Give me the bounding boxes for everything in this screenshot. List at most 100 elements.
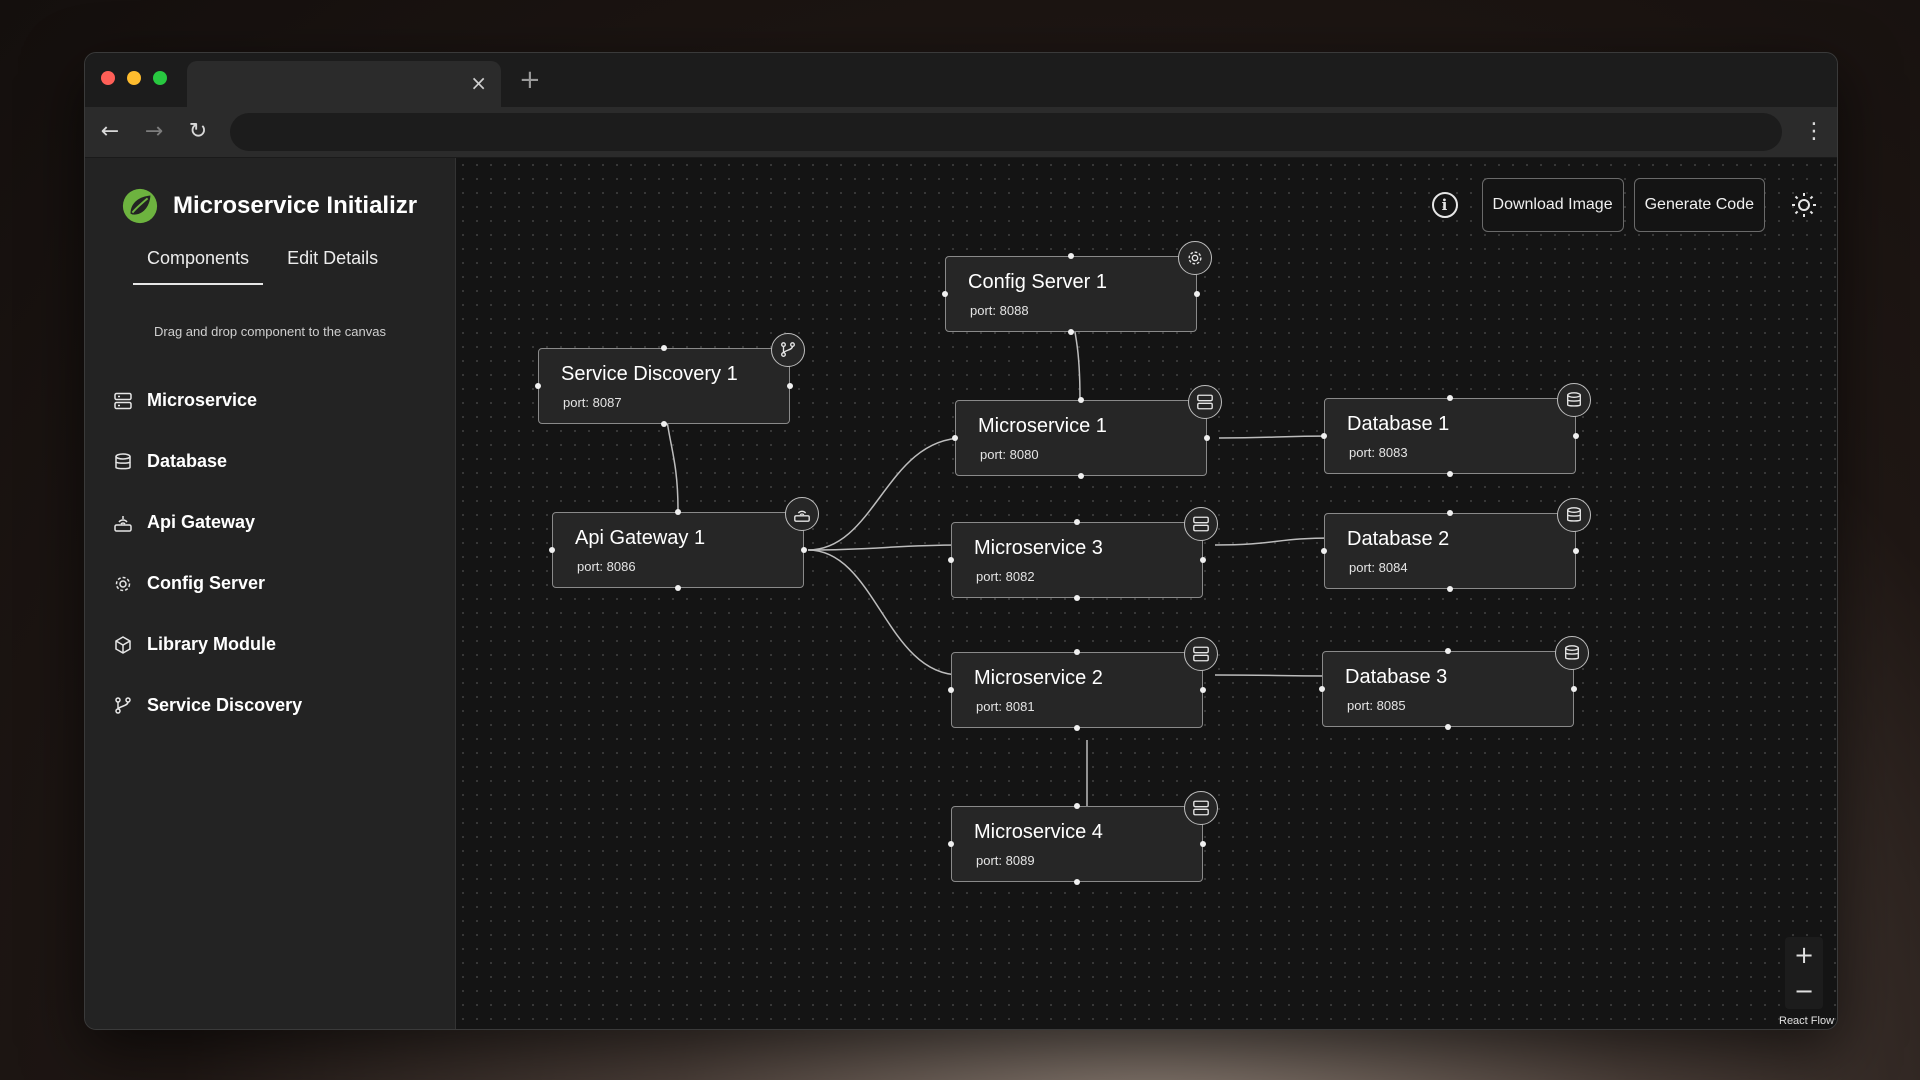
node-port: port: 8086	[577, 559, 636, 574]
zoom-out-button[interactable]: −	[1793, 977, 1815, 1005]
node-database-3[interactable]: Database 3 port: 8085	[1319, 636, 1589, 730]
branch-icon	[771, 333, 805, 367]
node-handle[interactable]	[948, 557, 954, 563]
browser-tab[interactable]: ×	[187, 61, 501, 107]
node-handle[interactable]	[1204, 435, 1210, 441]
edge-gateway-to-microservice-1[interactable]	[807, 437, 965, 551]
download-image-button[interactable]: Download Image	[1481, 178, 1624, 232]
component-library-module[interactable]: Library Module	[113, 614, 302, 675]
node-handle[interactable]	[1074, 519, 1080, 525]
node-handle[interactable]	[1200, 841, 1206, 847]
node-handle[interactable]	[1573, 548, 1579, 554]
node-microservice-2[interactable]: Microservice 2 port: 8081	[948, 637, 1218, 731]
minimize-window-button[interactable]	[127, 71, 141, 85]
node-handle[interactable]	[1074, 595, 1080, 601]
component-label: Database	[147, 451, 228, 471]
node-handle[interactable]	[1573, 433, 1579, 439]
node-handle[interactable]	[1078, 397, 1084, 403]
node-handle[interactable]	[1074, 725, 1080, 731]
tab-components[interactable]: Components	[133, 240, 264, 285]
node-handle[interactable]	[661, 421, 667, 427]
node-microservice-4[interactable]: Microservice 4 port: 8089	[948, 791, 1218, 885]
node-handle[interactable]	[1078, 473, 1084, 479]
edge-microservice-1-to-database-1[interactable]	[1218, 435, 1334, 439]
node-handle[interactable]	[1447, 471, 1453, 477]
node-handle[interactable]	[1200, 687, 1206, 693]
node-handle[interactable]	[1445, 724, 1451, 730]
node-handle[interactable]	[1447, 395, 1453, 401]
gear-icon	[115, 576, 131, 591]
node-port: port: 8084	[1349, 560, 1408, 575]
node-title: Database 3	[1345, 666, 1448, 688]
node-handle[interactable]	[801, 547, 807, 553]
brand: Microservice Initializr	[121, 186, 417, 226]
node-handle[interactable]	[1074, 649, 1080, 655]
edge-gateway-to-microservice-3[interactable]	[807, 544, 961, 551]
component-database[interactable]: Database	[113, 431, 302, 492]
node-api-gateway-1[interactable]: Api Gateway 1 port: 8086	[549, 497, 819, 591]
new-tab-button[interactable]: +	[519, 65, 541, 95]
maximize-window-button[interactable]	[153, 71, 167, 85]
node-handle[interactable]	[1194, 291, 1200, 297]
sun-icon[interactable]	[1789, 190, 1819, 220]
node-microservice-3[interactable]: Microservice 3 port: 8082	[948, 507, 1218, 601]
drag-hint: Drag and drop component to the canvas	[154, 324, 386, 339]
generate-code-button[interactable]: Generate Code	[1633, 178, 1765, 232]
node-handle[interactable]	[787, 383, 793, 389]
node-handle[interactable]	[675, 585, 681, 591]
node-handle[interactable]	[1068, 253, 1074, 259]
node-handle[interactable]	[1321, 433, 1327, 439]
gateway-icon	[785, 497, 819, 531]
node-handle[interactable]	[948, 687, 954, 693]
component-microservice[interactable]: Microservice	[113, 370, 302, 431]
node-handle[interactable]	[661, 345, 667, 351]
node-handle[interactable]	[1068, 329, 1074, 335]
node-handle[interactable]	[948, 841, 954, 847]
back-icon[interactable]: ←	[100, 119, 120, 144]
node-handle[interactable]	[1319, 686, 1325, 692]
node-database-2[interactable]: Database 2 port: 8084	[1321, 498, 1591, 592]
react-flow-attribution[interactable]: React Flow	[1779, 1015, 1835, 1027]
node-handle[interactable]	[549, 547, 555, 553]
node-database-1[interactable]: Database 1 port: 8083	[1321, 383, 1591, 477]
browser-menu-icon[interactable]: ⋮	[1803, 119, 1825, 144]
tab-close-icon[interactable]: ×	[470, 71, 487, 95]
reload-icon[interactable]: ↻	[188, 119, 208, 144]
node-handle[interactable]	[1200, 557, 1206, 563]
edge-microservice-2-to-database-3[interactable]	[1214, 674, 1332, 677]
branch-icon	[115, 696, 131, 714]
node-handle[interactable]	[1571, 686, 1577, 692]
component-api-gateway[interactable]: Api Gateway	[113, 492, 302, 553]
node-handle[interactable]	[1074, 803, 1080, 809]
component-config-server[interactable]: Config Server	[113, 553, 302, 614]
node-service-discovery-1[interactable]: Service Discovery 1 port: 8087	[535, 333, 805, 427]
close-window-button[interactable]	[101, 71, 115, 85]
edge-microservice-3-to-database-2[interactable]	[1214, 537, 1334, 546]
edge-gateway-to-microservice-2[interactable]	[807, 549, 961, 676]
tab-edit-details[interactable]: Edit Details	[287, 248, 379, 268]
node-config-server-1[interactable]: Config Server 1 port: 8088	[942, 241, 1212, 335]
node-handle[interactable]	[1321, 548, 1327, 554]
info-icon[interactable]: i	[1431, 192, 1458, 218]
sidebar: Microservice Initializr Components Edit …	[85, 158, 456, 1029]
component-service-discovery[interactable]: Service Discovery	[113, 675, 302, 736]
address-bar[interactable]	[230, 113, 1782, 151]
zoom-in-button[interactable]: +	[1793, 941, 1815, 969]
flow-canvas[interactable]: Config Server 1 port: 8088 Service Disco…	[456, 158, 1837, 1029]
node-handle[interactable]	[1074, 879, 1080, 885]
node-handle[interactable]	[942, 291, 948, 297]
node-handle[interactable]	[675, 509, 681, 515]
server-icon	[114, 392, 132, 409]
node-title: Api Gateway 1	[575, 527, 706, 549]
database-icon	[1557, 383, 1591, 417]
node-handle[interactable]	[1447, 586, 1453, 592]
node-handle[interactable]	[1445, 648, 1451, 654]
database-icon	[1557, 498, 1591, 532]
node-handle[interactable]	[535, 383, 541, 389]
forward-icon[interactable]: →	[144, 119, 164, 144]
node-handle[interactable]	[952, 435, 958, 441]
node-microservice-1[interactable]: Microservice 1 port: 8080	[952, 385, 1222, 479]
tab-bar: × +	[85, 53, 1837, 107]
node-handle[interactable]	[1447, 510, 1453, 516]
component-list: Microservice Database Api Gateway Config…	[113, 370, 302, 736]
